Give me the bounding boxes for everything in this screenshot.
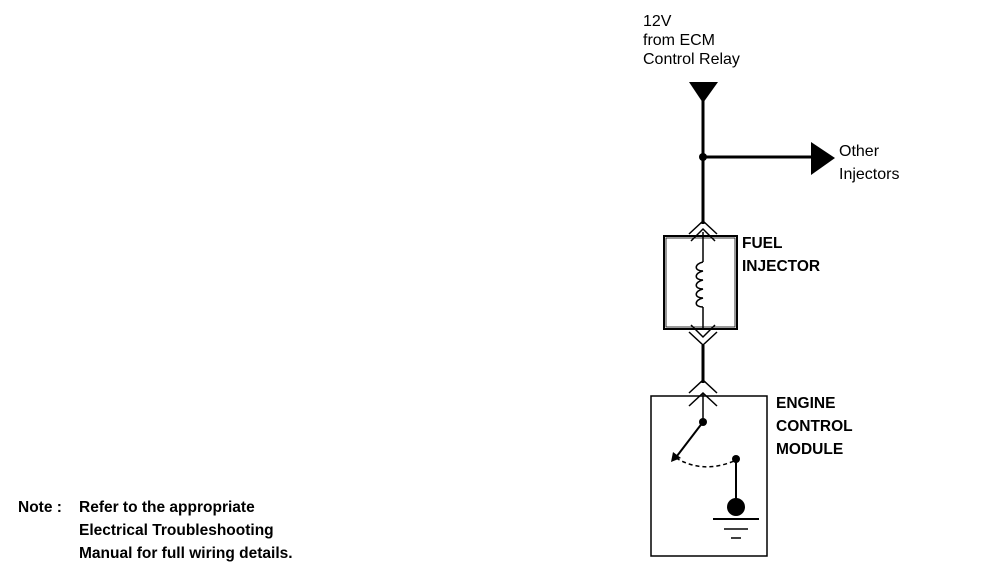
note-line1: Refer to the appropriate <box>79 499 255 516</box>
note-block: Note : Refer to the appropriate Electrica… <box>18 496 293 565</box>
fuel-injector-label: FUEL INJECTOR <box>742 232 820 278</box>
ecm-label: ENGINE CONTROL MODULE <box>776 392 853 461</box>
ecm-label-line1: ENGINE <box>776 395 836 412</box>
fuel-injector-box <box>663 235 738 330</box>
switch-arm <box>676 421 704 457</box>
supply-label-line3: Control Relay <box>643 51 740 68</box>
supply-label: 12V from ECM Control Relay <box>643 12 740 69</box>
fuel-injector-inner <box>665 237 736 328</box>
ecm-connector <box>688 378 718 394</box>
injector-bottom-connector-inner <box>690 324 716 339</box>
ground-terminal <box>727 498 745 516</box>
switch-arm-tip <box>671 452 681 462</box>
other-injectors-line1: Other <box>839 143 880 160</box>
supply-label-line2: from ECM <box>643 32 715 49</box>
supply-arrow <box>689 82 718 103</box>
injector-coil-icon <box>695 261 704 308</box>
fuel-injector-line1: FUEL <box>742 235 783 252</box>
other-injectors-arrow <box>811 142 835 175</box>
ecm-label-line3: MODULE <box>776 441 844 458</box>
note-line2: Electrical Troubleshooting <box>79 522 274 539</box>
ecm-box <box>650 395 768 557</box>
other-injectors-label: Other Injectors <box>839 140 899 186</box>
injector-bottom-connector <box>688 331 718 347</box>
switch-dashed-link <box>675 457 735 468</box>
other-injectors-line2: Injectors <box>839 166 900 183</box>
supply-label-line1: 12V <box>643 13 672 30</box>
fuel-injector-line2: INJECTOR <box>742 258 821 275</box>
injector-top-connector <box>688 219 718 235</box>
ecm-label-line2: CONTROL <box>776 418 853 435</box>
note-line3: Manual for full wiring details. <box>79 545 293 562</box>
note-prefix: Note : <box>18 499 62 516</box>
